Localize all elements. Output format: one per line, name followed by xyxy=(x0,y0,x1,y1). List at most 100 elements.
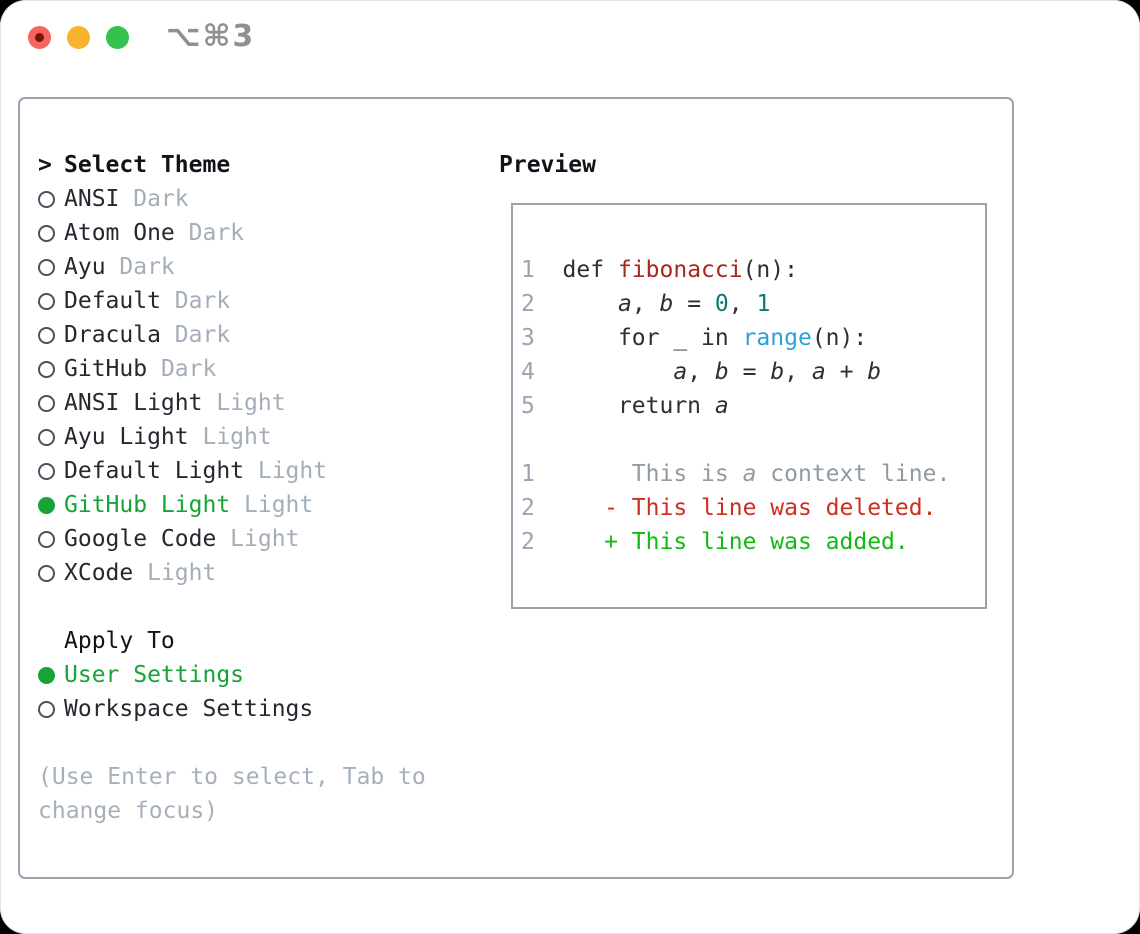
radio-unselected-icon xyxy=(38,462,55,480)
radio-slot xyxy=(38,190,64,208)
radio-unselected-icon xyxy=(38,190,55,208)
theme-option-ansi[interactable]: ANSI Dark xyxy=(38,182,458,216)
radio-slot xyxy=(38,496,64,514)
radio-unselected-icon xyxy=(38,394,55,412)
theme-name: Google Code xyxy=(64,526,217,552)
minimize-button[interactable] xyxy=(67,26,90,49)
code-segment-fg: (n): xyxy=(742,257,798,283)
titlebar: ⌥⌘3 xyxy=(0,0,1140,74)
line-number: 5 xyxy=(521,393,535,419)
theme-variant: Light xyxy=(188,424,272,450)
code-line: 4 a, b = b, a + b xyxy=(521,355,950,389)
code-segment-lit: 1 xyxy=(756,291,771,317)
code-segment-fg: = xyxy=(728,359,771,385)
code-segment-var: b xyxy=(714,359,729,385)
code-segment-fg: , xyxy=(687,359,715,385)
zoom-button[interactable] xyxy=(106,26,129,49)
code-line: 2 a, b = 0, 1 xyxy=(521,287,950,321)
code-segment-fg: , xyxy=(728,291,757,317)
code-segment-fg: , xyxy=(631,291,660,317)
line-number: 2 xyxy=(521,495,535,521)
code-line: 3 for _ in range(n): xyxy=(521,321,950,355)
close-button[interactable] xyxy=(28,26,51,49)
code-segment-var: b xyxy=(770,359,785,385)
radio-slot xyxy=(38,564,64,582)
apply-to-header: Apply To xyxy=(38,624,458,658)
theme-variant: Dark xyxy=(160,322,231,348)
code-segment-fg: def xyxy=(534,257,618,283)
theme-list-header: >Select Theme xyxy=(38,148,458,182)
radio-slot xyxy=(38,428,64,446)
apply-to-label: Apply To xyxy=(64,628,175,654)
radio-slot xyxy=(38,258,64,276)
apply-option-label: Workspace Settings xyxy=(64,696,314,722)
theme-variant: Dark xyxy=(119,186,189,212)
code-line: 1 def fibonacci(n): xyxy=(521,253,950,287)
theme-option-default-light[interactable]: Default Light Light xyxy=(38,454,458,488)
radio-unselected-icon xyxy=(38,224,55,242)
apply-option-user-settings[interactable]: User Settings xyxy=(38,658,458,692)
theme-option-ayu-light[interactable]: Ayu Light Light xyxy=(38,420,458,454)
radio-slot xyxy=(38,666,64,684)
code-segment-fg xyxy=(535,359,673,385)
code-segment-var: b xyxy=(867,359,882,385)
code-segment-fg: return xyxy=(534,393,715,419)
line-number: 1 xyxy=(521,257,535,283)
close-dot-icon xyxy=(35,33,44,42)
radio-slot xyxy=(38,462,64,480)
radio-unselected-icon xyxy=(38,700,55,718)
line-number: 1 xyxy=(521,461,535,487)
window-title: ⌥⌘3 xyxy=(166,19,256,54)
code-segment-fg: , xyxy=(784,359,812,385)
code-segment-fg: + xyxy=(825,359,868,385)
code-line xyxy=(521,423,950,457)
code-segment-fg: = xyxy=(673,291,715,317)
code-line: 1 This is a context line. xyxy=(521,457,950,491)
code-segment-var: a xyxy=(714,393,729,419)
theme-name: Default Light xyxy=(64,458,245,484)
theme-variant: Light xyxy=(230,492,314,518)
theme-variant: Light xyxy=(216,526,300,552)
code-segment-var: a xyxy=(673,359,688,385)
code-segment-fg: (n): xyxy=(811,325,868,351)
theme-option-atom-one[interactable]: Atom One Dark xyxy=(38,216,458,250)
theme-option-ansi-light[interactable]: ANSI Light Light xyxy=(38,386,458,420)
code-segment-var: a xyxy=(811,359,826,385)
radio-unselected-icon xyxy=(38,292,55,310)
radio-slot xyxy=(38,326,64,344)
radio-unselected-icon xyxy=(38,326,55,344)
theme-name: ANSI xyxy=(64,186,120,212)
theme-variant: Dark xyxy=(105,254,175,280)
code-segment-fg: for _ in xyxy=(534,325,743,351)
code-line: 2 + This line was added. xyxy=(521,525,950,559)
line-number: 4 xyxy=(521,359,535,385)
keyboard-hint: (Use Enter to select, Tab to change focu… xyxy=(38,764,426,824)
radio-slot xyxy=(38,394,64,412)
theme-option-google-code[interactable]: Google Code Light xyxy=(38,522,458,556)
theme-name: GitHub xyxy=(64,356,148,382)
theme-variant: Dark xyxy=(174,220,245,246)
theme-option-default[interactable]: Default Dark xyxy=(38,284,458,318)
radio-slot xyxy=(38,292,64,310)
apply-option-workspace-settings[interactable]: Workspace Settings xyxy=(38,692,458,726)
theme-name: Atom One xyxy=(64,220,175,246)
theme-variant: Light xyxy=(133,560,217,586)
theme-option-dracula[interactable]: Dracula Dark xyxy=(38,318,458,352)
code-segment-del: - This line was deleted. xyxy=(534,495,937,521)
theme-option-github-light[interactable]: GitHub Light Light xyxy=(38,488,458,522)
radio-selected-icon xyxy=(38,666,55,684)
theme-name: ANSI Light xyxy=(64,390,203,416)
theme-option-github[interactable]: GitHub Dark xyxy=(38,352,458,386)
theme-name: Dracula xyxy=(64,322,161,348)
theme-option-ayu[interactable]: Ayu Dark xyxy=(38,250,458,284)
code-segment-add: + This line was added. xyxy=(534,529,909,555)
theme-option-xcode[interactable]: XCode Light xyxy=(38,556,458,590)
code-line: 2 - This line was deleted. xyxy=(521,491,950,525)
code-segment-ctx: context line. xyxy=(756,461,951,487)
